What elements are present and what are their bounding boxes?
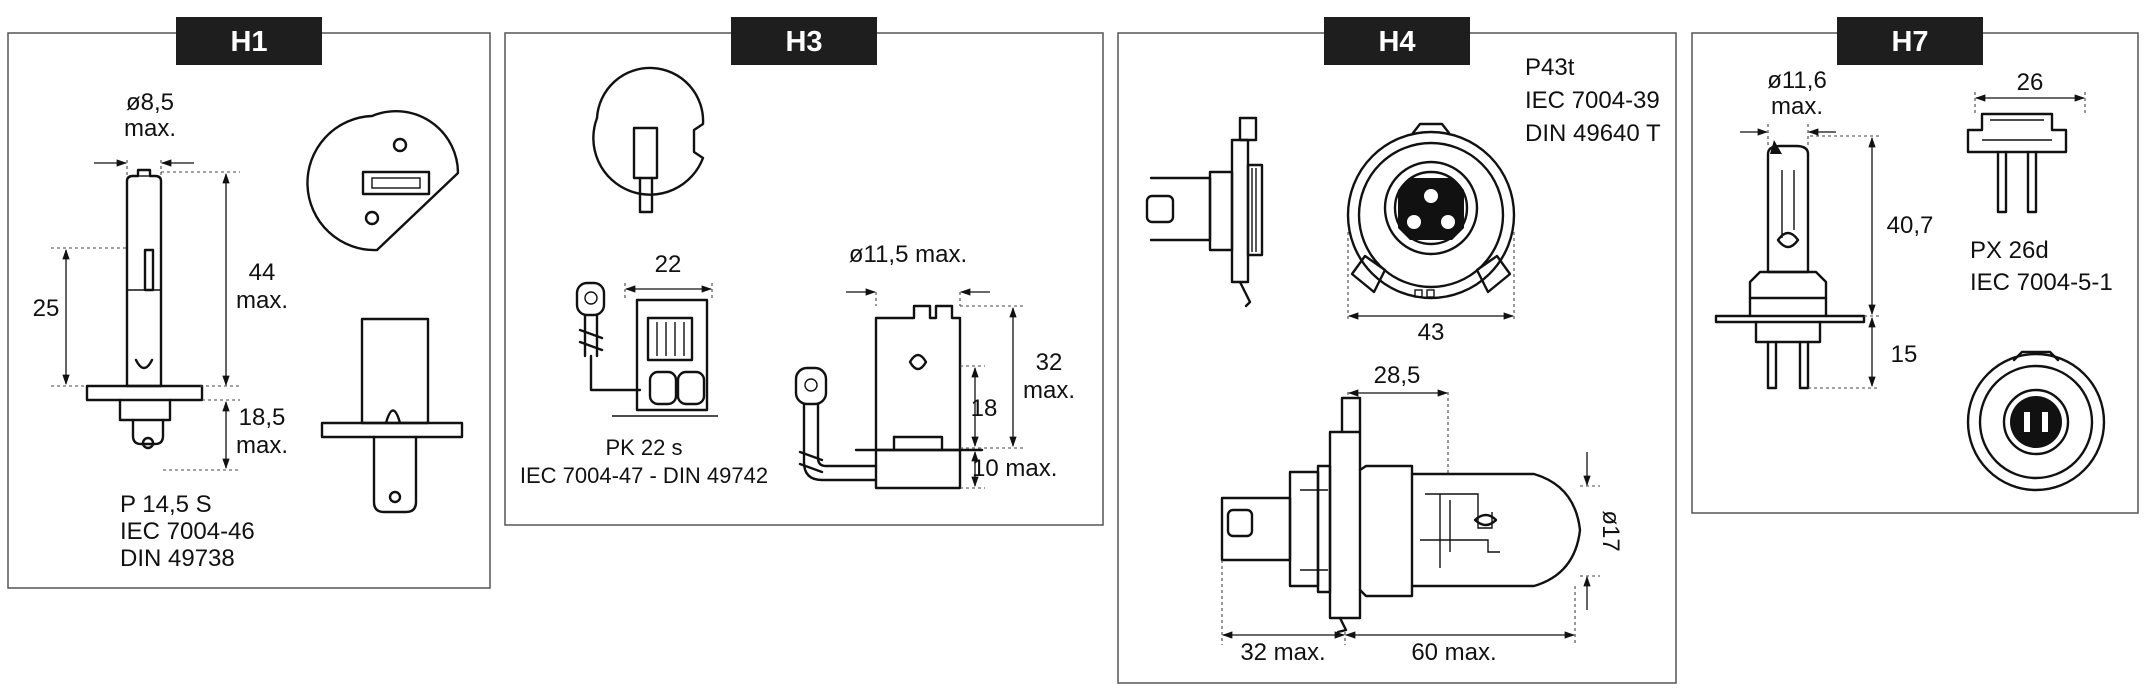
h3-base-top-view	[592, 66, 705, 214]
panel-h1: H1 ø8,5 max.	[7, 17, 491, 589]
h1-diameter-max-label: max.	[124, 115, 176, 142]
h3-bulb-side-view	[794, 304, 984, 490]
h4-spec-line-1: P43t	[1525, 54, 1575, 81]
h4-offset-label: 28,5	[1374, 362, 1421, 389]
h3-width-label: 22	[655, 251, 682, 278]
panel-h3-title: H3	[785, 26, 822, 58]
h7-width-label: 26	[2017, 69, 2044, 96]
h7-diameter-max-label: max.	[1771, 93, 1823, 120]
h1-base-max-label: max.	[236, 432, 288, 459]
h4-bulb-front-view	[1346, 122, 1516, 320]
h3-height-total-max-label: max.	[1023, 377, 1075, 404]
h7-base-view	[1966, 92, 2086, 214]
h3-base-label: 10 max.	[972, 455, 1057, 482]
h4-diameter-label: ø17	[1597, 510, 1624, 551]
panel-h4-tab	[1324, 17, 1470, 65]
h7-spec-line-2: IEC 7004-5-1	[1970, 269, 2113, 296]
h1-diameter-label: ø8,5	[126, 89, 174, 116]
h3-spec-line-2: IEC 7004-47 - DIN 49742	[520, 463, 768, 488]
h3-diameter-label: ø11,5 max.	[849, 241, 967, 268]
panel-h7-tab	[1837, 17, 1983, 65]
h1-height-total-max-label: max.	[236, 287, 288, 314]
panel-h7-title: H7	[1891, 26, 1928, 58]
h4-dimensions	[1221, 389, 1600, 645]
h4-width-label: 43	[1418, 319, 1445, 346]
h3-connector-view	[575, 281, 718, 417]
h4-spec-line-3: DIN 49640 T	[1525, 120, 1661, 147]
h7-height-total-label: 40,7	[1887, 212, 1934, 239]
h1-base-label: 18,5	[239, 404, 286, 431]
panel-h4: H4 P43t IEC 7004-39 DIN 49640 T	[1117, 17, 1677, 684]
h3-height-total-label: 32	[1036, 349, 1063, 376]
h1-bulb-side-view	[85, 168, 204, 450]
h4-base-label: 32 max.	[1240, 639, 1325, 666]
panel-h3-tab	[731, 17, 877, 65]
panel-h4-title: H4	[1378, 26, 1415, 58]
h1-height-part-label: 25	[33, 295, 60, 322]
h7-bulb-front-view	[1966, 350, 2106, 492]
h4-socket-side-view	[1145, 116, 1264, 308]
h1-bulb-front-view	[320, 317, 464, 514]
panel-h3: H3 22 PK 22 s IEC 7004-47 - DIN 49742	[504, 17, 1104, 526]
h3-height-part-label: 18	[971, 395, 998, 422]
h1-dimensions	[51, 159, 240, 471]
panel-h1-tab	[176, 17, 322, 65]
h1-spec-line-1: P 14,5 S	[120, 491, 212, 518]
h7-diameter-label: ø11,6	[1767, 67, 1827, 94]
h4-length-label: 60 max.	[1411, 639, 1496, 666]
h7-base-label: 15	[1891, 341, 1918, 368]
h7-spec-line-1: PX 26d	[1970, 237, 2049, 264]
h1-spec-line-3: DIN 49738	[120, 545, 235, 572]
h4-bulb-side-view	[1220, 396, 1582, 634]
h1-spec-line-2: IEC 7004-46	[120, 518, 255, 545]
panel-h1-title: H1	[230, 26, 267, 58]
h3-spec-line-1: PK 22 s	[605, 435, 682, 460]
h1-base-top-view	[306, 109, 460, 252]
h7-dimensions	[1740, 124, 1880, 389]
panel-h7: H7 ø11,6 max. 40,7 15	[1691, 17, 2139, 514]
h7-bulb-side-view	[1714, 140, 1866, 390]
h1-height-total-label: 44	[249, 259, 276, 286]
h4-spec-line-2: IEC 7004-39	[1525, 87, 1660, 114]
h3-dimensions	[846, 288, 1025, 489]
